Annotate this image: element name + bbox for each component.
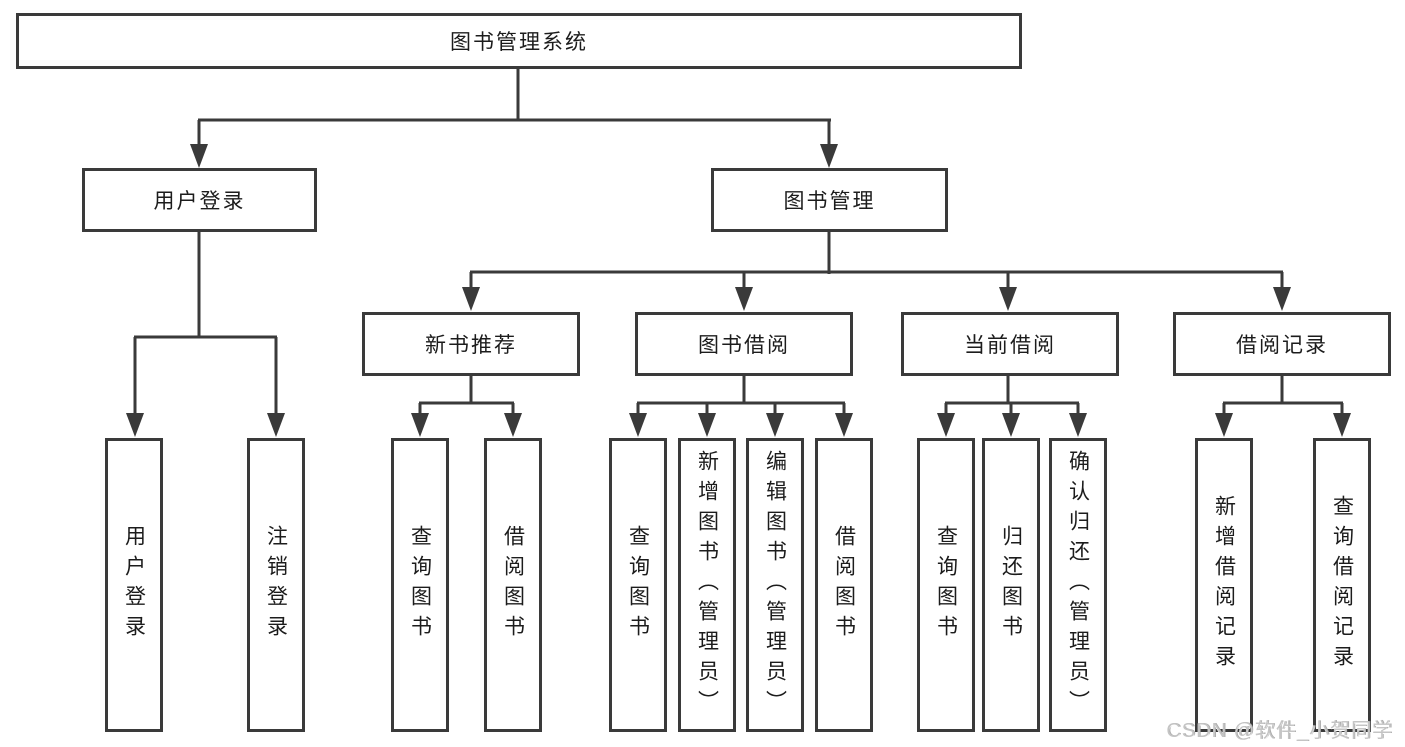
- node-root-library-system: 图书管理系统: [16, 13, 1022, 69]
- leaf-query-books: 查询图书: [391, 438, 449, 732]
- leaf-add-books-admin-label: 新增图书（管理员）: [695, 450, 719, 720]
- connector-path: [133, 69, 1344, 415]
- leaf-confirm-return-admin-label: 确认归还（管理员）: [1066, 450, 1090, 720]
- leaf-return-books-label: 归还图书: [999, 525, 1023, 645]
- leaf-user-login-label: 用户登录: [122, 525, 146, 645]
- node-user-login: 用户登录: [82, 168, 317, 232]
- node-new-book-recommend: 新书推荐: [362, 312, 580, 376]
- leaf-edit-books-admin: 编辑图书（管理员）: [746, 438, 804, 732]
- leaf-query-books: 查询图书: [609, 438, 667, 732]
- leaf-logout-label: 注销登录: [264, 525, 288, 645]
- leaf-return-books: 归还图书: [982, 438, 1040, 732]
- leaf-logout: 注销登录: [247, 438, 305, 732]
- node-book-management-label: 图书管理: [783, 190, 876, 213]
- leaf-add-books-admin: 新增图书（管理员）: [678, 438, 736, 732]
- leaf-borrow-books: 借阅图书: [484, 438, 542, 732]
- node-new-book-recommend-label: 新书推荐: [425, 334, 517, 357]
- csdn-watermark: CSDN @软件_小贺同学: [1166, 720, 1393, 742]
- node-borrow-records: 借阅记录: [1173, 312, 1391, 376]
- leaf-borrow-books-label: 借阅图书: [501, 525, 525, 645]
- node-current-borrow-label: 当前借阅: [964, 334, 1056, 357]
- node-book-management: 图书管理: [711, 168, 948, 232]
- leaf-confirm-return-admin: 确认归还（管理员）: [1049, 438, 1107, 732]
- leaf-query-books: 查询图书: [917, 438, 975, 732]
- leaf-borrow-books: 借阅图书: [815, 438, 873, 732]
- arrowheads: [126, 144, 1351, 437]
- leaf-query-borrow-record: 查询借阅记录: [1313, 438, 1371, 732]
- leaf-add-borrow-record: 新增借阅记录: [1195, 438, 1253, 732]
- leaf-query-books-label: 查询图书: [408, 525, 432, 645]
- leaf-add-borrow-record-label: 新增借阅记录: [1212, 495, 1236, 675]
- node-current-borrow: 当前借阅: [901, 312, 1119, 376]
- leaf-user-login: 用户登录: [105, 438, 163, 732]
- node-borrow-records-label: 借阅记录: [1236, 334, 1328, 357]
- leaf-query-books-label: 查询图书: [626, 525, 650, 645]
- node-book-borrow: 图书借阅: [635, 312, 853, 376]
- leaf-borrow-books-label: 借阅图书: [832, 525, 856, 645]
- leaf-query-borrow-record-label: 查询借阅记录: [1330, 495, 1354, 675]
- leaf-query-books-label: 查询图书: [934, 525, 958, 645]
- node-book-borrow-label: 图书借阅: [698, 334, 790, 357]
- leaf-edit-books-admin-label: 编辑图书（管理员）: [763, 450, 787, 720]
- node-user-login-label: 用户登录: [153, 190, 246, 213]
- node-root-label: 图书管理系统: [450, 31, 588, 54]
